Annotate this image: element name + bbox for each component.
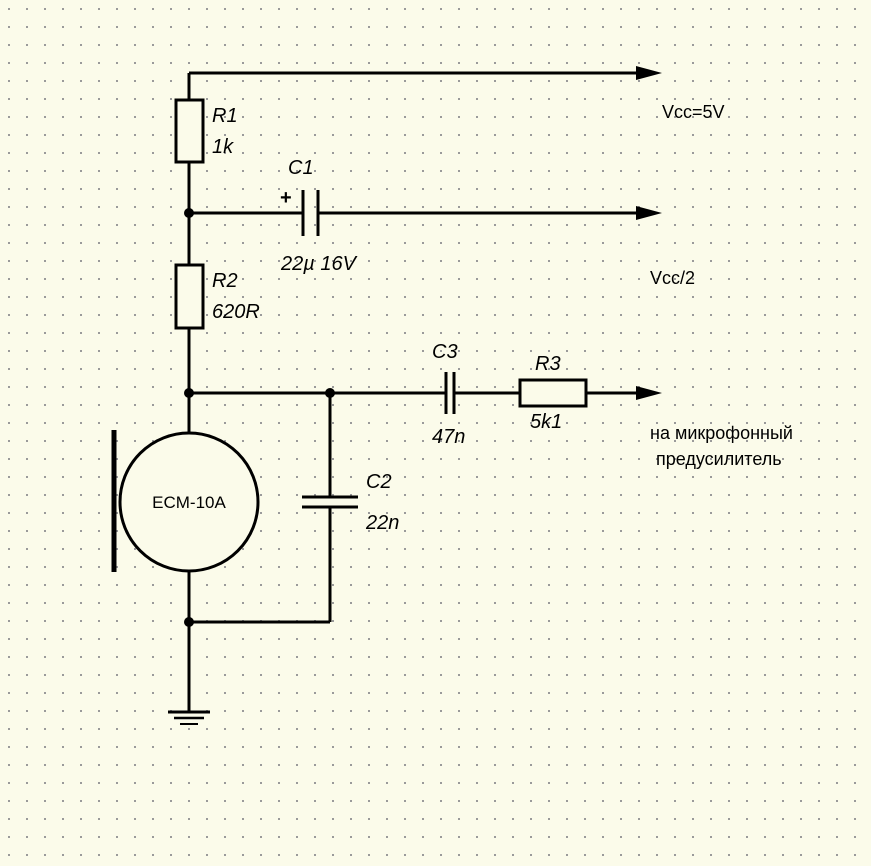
- r3-ref: R3: [535, 353, 561, 375]
- r2-ref: R2: [212, 270, 238, 292]
- resistor-r3-body: [518, 378, 588, 408]
- c3-ref: C3: [432, 341, 458, 363]
- r1-ref: R1: [212, 105, 238, 127]
- microphone-ecm: ECM-10A: [111, 430, 260, 573]
- net-label-output-line2: предусилитель: [656, 449, 782, 469]
- c2-value: 22n: [365, 512, 399, 534]
- capacitor-c1: + C1 22µ 16V: [280, 157, 358, 275]
- resistor-r1-body: [174, 98, 205, 164]
- c2-ref: C2: [366, 471, 392, 493]
- junction-dot-4: [184, 617, 194, 627]
- resistor-r3: R3 5k1: [518, 353, 588, 433]
- r3-value: 5k1: [530, 411, 562, 433]
- net-label-output-line1: на микрофонный: [650, 423, 793, 443]
- arrow-output-icon: [636, 386, 662, 400]
- resistor-r2-body: [174, 263, 205, 330]
- c1-polarity-plus-icon: +: [280, 187, 292, 209]
- arrow-vcc-half-icon: [636, 206, 662, 220]
- capacitor-c2: C2 22n: [302, 471, 399, 534]
- c1-ref: C1: [288, 157, 314, 179]
- r1-value: 1k: [212, 136, 234, 158]
- junction-dot-3: [325, 388, 335, 398]
- resistor-r2: R2 620R: [174, 263, 260, 330]
- capacitor-c3: C3 47n: [432, 341, 465, 448]
- junction-dot-2: [184, 388, 194, 398]
- net-label-vcc: Vcc=5V: [662, 102, 725, 122]
- junction-dot-1: [184, 208, 194, 218]
- arrow-vcc-icon: [636, 66, 662, 80]
- microphone-label: ECM-10A: [152, 493, 226, 512]
- wires: [187, 71, 640, 712]
- microphone-body-icon: [118, 431, 260, 573]
- c1-value: 22µ 16V: [280, 253, 358, 275]
- resistor-r1: R1 1k: [174, 98, 238, 164]
- c3-value: 47n: [432, 426, 465, 448]
- net-label-vcc-half: Vcc/2: [650, 268, 695, 288]
- r2-value: 620R: [212, 301, 260, 323]
- ground-symbol-icon: [168, 710, 210, 725]
